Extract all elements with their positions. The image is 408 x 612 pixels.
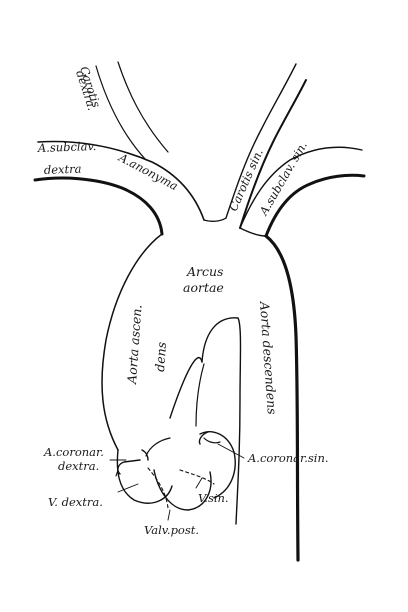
label-v-dextra: V. dextra.	[48, 495, 103, 509]
label-aorta-ascendens-2: dens	[152, 341, 169, 372]
label-leader-lines	[109, 443, 245, 521]
right-carotid-artery-outline	[95, 61, 169, 161]
descending-aorta-outline	[201, 234, 300, 562]
arch-top-outline	[239, 227, 267, 237]
label-aorta-descendens: Aorta descendens	[257, 300, 280, 415]
left-coronary-artery	[198, 431, 221, 445]
label-subclav-dextra-2: dextra	[44, 162, 82, 177]
label-arcus: Arcus	[186, 264, 223, 279]
ascending-aorta-outline	[101, 233, 163, 451]
right-coronary-artery	[115, 449, 149, 477]
left-subclavian-artery-outline	[239, 146, 366, 238]
label-anonyma: A.anonyma	[116, 150, 181, 193]
label-subclav-dextra-1: A.subclav.	[37, 139, 97, 155]
label-coronar-dextra-1: A.coronar.	[43, 445, 104, 459]
label-aorta-ascendens-1: Aorta ascen.	[124, 304, 145, 385]
label-valv-post: Valv.post.	[144, 523, 199, 537]
label-coronar-dextra-2: dextra.	[58, 459, 99, 473]
right-subclavian-anonyma-outline	[33, 140, 227, 236]
label-aortae: aortae	[183, 280, 224, 295]
arch-inner-curve	[169, 356, 205, 427]
left-carotid-artery-outline	[225, 63, 307, 229]
label-coronar-sin: A.coronar.sin.	[247, 451, 329, 465]
label-v-sin: V.sin.	[198, 491, 229, 505]
